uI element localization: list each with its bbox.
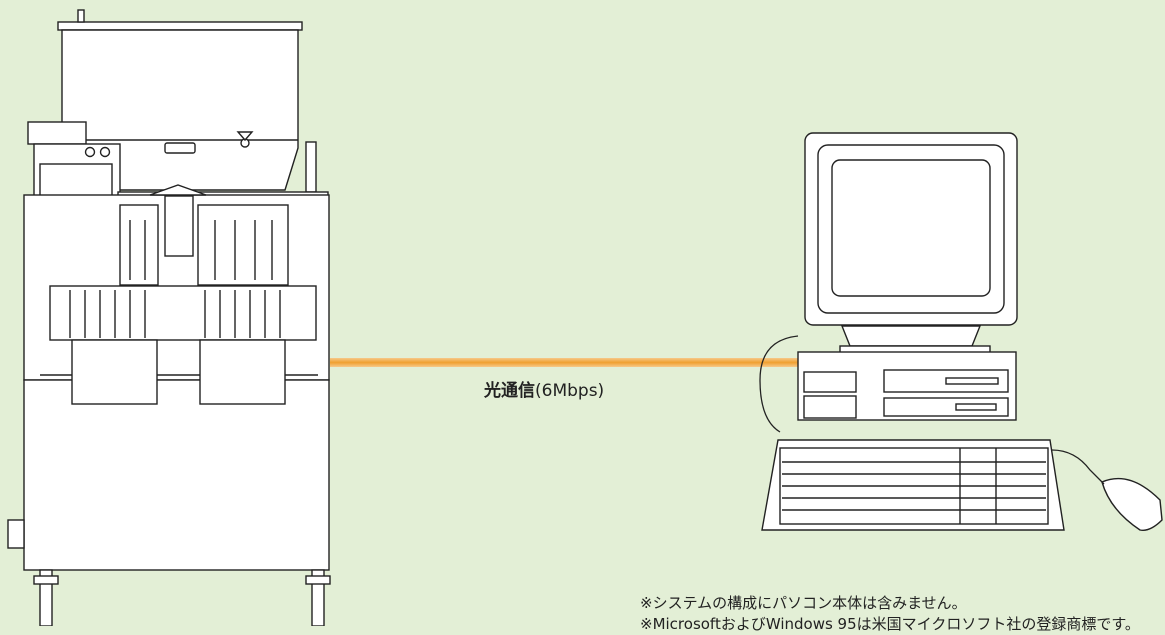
footnotes: ※システムの構成にパソコン本体は含みません。 ※MicrosoftおよびWind… xyxy=(640,593,1140,635)
link-speed: (6Mbps) xyxy=(535,381,605,401)
link-type: 光通信 xyxy=(484,381,535,401)
packaging-machine xyxy=(7,9,331,626)
personal-computer xyxy=(761,132,1163,531)
optical-link-line xyxy=(330,358,798,367)
optical-link-label: 光通信(6Mbps) xyxy=(484,376,604,401)
footnote-1: ※システムの構成にパソコン本体は含みません。 xyxy=(640,594,967,612)
footnote-2: ※MicrosoftおよびWindows 95は米国マイクロソフト社の登録商標で… xyxy=(640,615,1140,633)
cables xyxy=(759,335,1105,485)
